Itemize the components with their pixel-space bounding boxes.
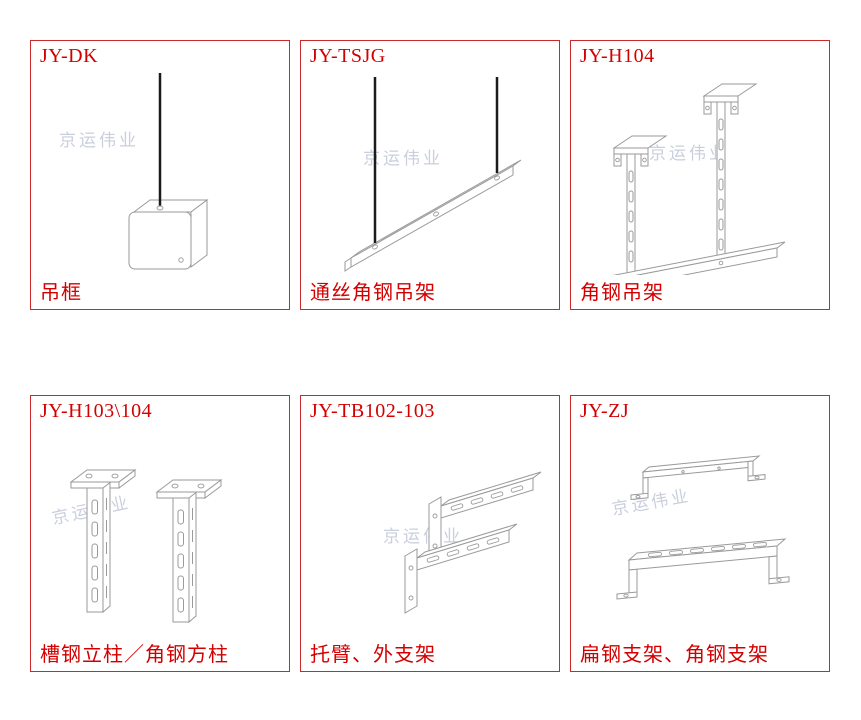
- watermark-text: 京运伟业: [649, 144, 729, 163]
- cantilever-arm-lower: [404, 523, 518, 614]
- product-cell-jy-h104: JY-H104 京运伟业: [570, 40, 830, 310]
- cantilever-arm-upper: [428, 471, 542, 562]
- product-name: 角钢吊架: [580, 282, 664, 304]
- watermark-text: 京运伟业: [59, 131, 139, 150]
- cantilever-arm-drawing: [404, 471, 542, 614]
- product-code: JY-ZJ: [580, 400, 630, 422]
- bottom-angle-bar: [612, 241, 786, 275]
- angle-steel-bar: [344, 159, 522, 272]
- product-name: 通丝角钢吊架: [310, 282, 436, 304]
- slotted-bracket-large: [616, 538, 790, 600]
- left-hanger-channel: [612, 135, 668, 275]
- product-cell-jy-zj: JY-ZJ 京运伟业: [570, 395, 830, 672]
- threaded-rod-angle-hanger-drawing: [344, 77, 522, 272]
- product-name: 吊框: [40, 282, 82, 304]
- product-cell-jy-dk: JY-DK 京运伟业 吊框: [30, 40, 290, 310]
- watermark-text: 京运伟业: [363, 149, 443, 168]
- angle-steel-hanger-drawing: [612, 83, 786, 275]
- product-name: 槽钢立柱／角钢方柱: [40, 644, 229, 666]
- hanging-frame-drawing: [128, 73, 209, 270]
- flat-bracket-small: [630, 455, 766, 501]
- product-code: JY-H104: [580, 45, 655, 67]
- channel-column-drawing: [69, 469, 223, 624]
- product-code: JY-DK: [40, 45, 99, 67]
- flat-steel-bracket-drawing: [616, 455, 790, 600]
- product-code: JY-TB102-103: [310, 400, 435, 422]
- frame-body: [128, 199, 209, 270]
- product-cell-jy-tb102-103: JY-TB102-103 京运伟业: [300, 395, 560, 672]
- product-cell-jy-tsjg: JY-TSJG 京运伟业 通丝角钢吊架: [300, 40, 560, 310]
- product-code: JY-TSJG: [310, 45, 386, 67]
- product-name: 扁钢支架、角钢支架: [580, 644, 769, 666]
- right-hanger-channel: [702, 83, 758, 262]
- channel-column-left: [69, 469, 137, 614]
- product-code: JY-H103\104: [40, 400, 153, 422]
- product-name: 托臂、外支架: [310, 644, 436, 666]
- channel-column-right: [155, 479, 223, 624]
- product-cell-jy-h103-104: JY-H103\104 京运伟业: [30, 395, 290, 672]
